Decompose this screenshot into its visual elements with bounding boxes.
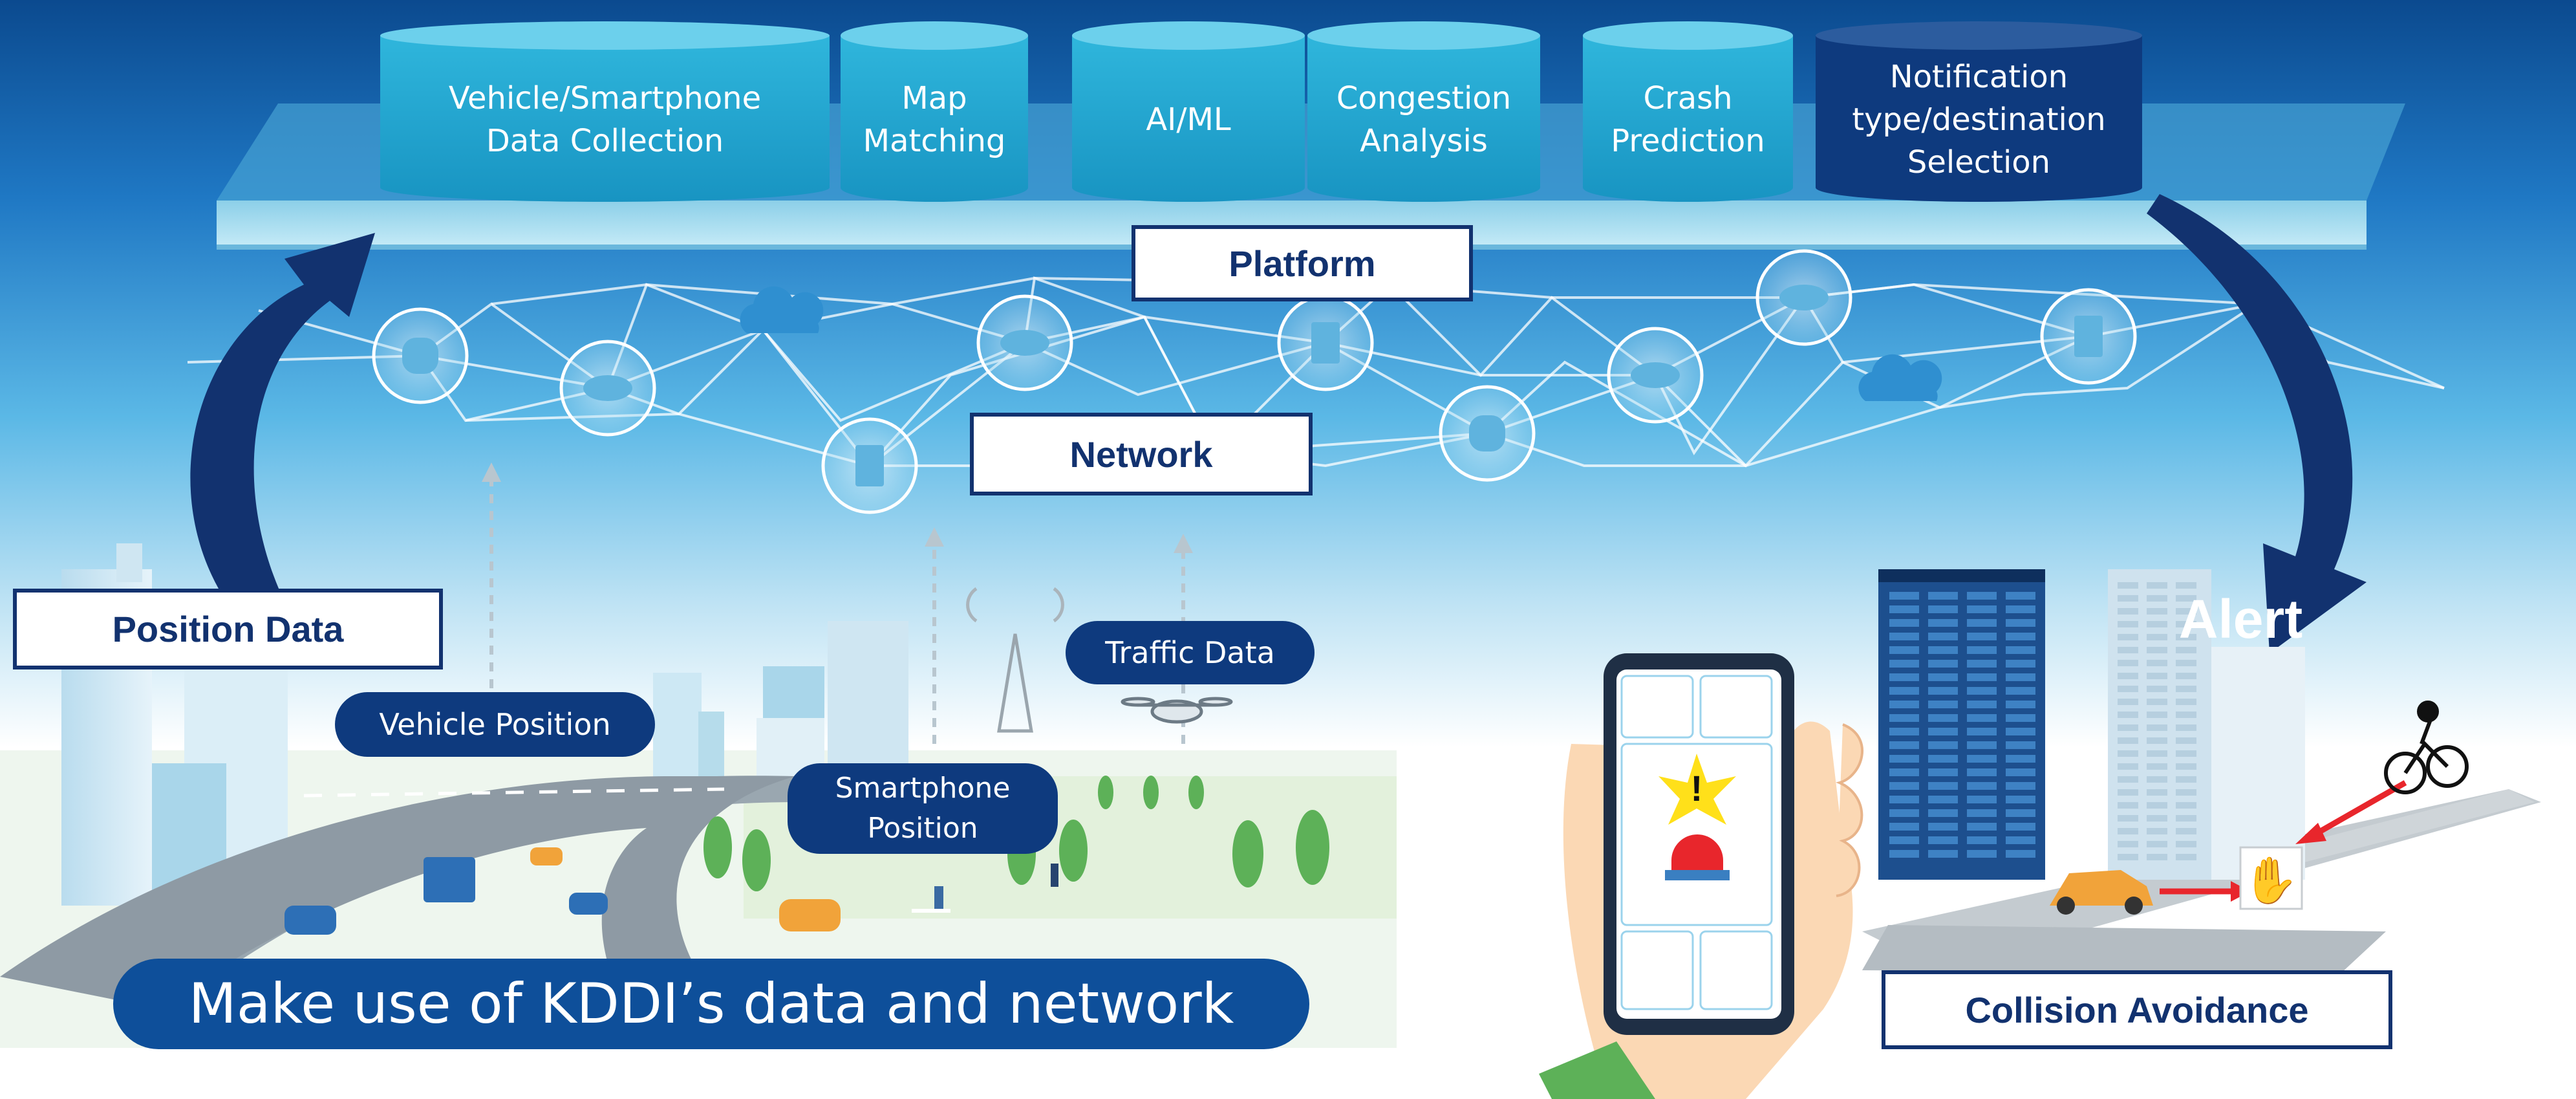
platform-module-cylinder [1072,21,1305,202]
alert-label: Alert [2178,589,2303,649]
stop-hand-icon: ✋ [2242,854,2299,907]
platform-module-cylinder [380,21,830,202]
bicycle-icon [2384,701,2469,794]
platform-module-cylinder [841,21,1028,202]
smartphone-position-label: Smartphone Position [788,763,1058,854]
car-icon [2050,870,2153,915]
platform-label: Platform [1132,225,1473,301]
collision-scene: ✋ [1862,569,2541,974]
server-icon [2040,288,2137,385]
kddi-banner: Make use of KDDI’s data and network [113,959,1309,1049]
platform-module-label: Notification type/destination Selection [1852,59,2106,180]
traffic-data-label: Traffic Data [1066,621,1315,684]
network-nodes [372,249,2137,514]
platform-module-cylinder [1307,21,1540,202]
platform-module-label: Vehicle/Smartphone Data Collection [448,80,762,159]
alert-arrow [2147,194,2367,653]
server-icon [821,417,918,514]
vehicle-position-label: Vehicle Position [335,692,655,757]
cloud-icon [740,286,824,333]
database-icon [372,307,469,404]
smartphone-icon: ! [1539,653,1863,1099]
position-data-label: Position Data [13,589,443,669]
collision-avoidance-label: Collision Avoidance [1882,970,2392,1049]
network-label: Network [970,413,1313,495]
svg-text:!: ! [1691,768,1703,809]
platform-modules [380,21,2142,202]
platform-module-label: AI/ML [1146,102,1231,138]
database-icon [1439,385,1536,482]
cloud-icon [1858,354,1942,401]
platform-module-label: Map Matching [863,80,1006,159]
platform-module-cylinder [1583,21,1793,202]
router-icon [976,294,1073,391]
router-icon [559,340,656,437]
router-icon [1755,249,1852,346]
platform-module-label: Congestion Analysis [1336,80,1512,159]
router-icon [1607,327,1704,424]
platform-module-cylinder [1816,21,2142,202]
platform-module-label: Crash Prediction [1611,80,1765,159]
upload-arrow [190,233,375,602]
server-icon [1277,294,1374,391]
drone-icon [1121,697,1233,724]
building-icon [1878,569,2045,880]
